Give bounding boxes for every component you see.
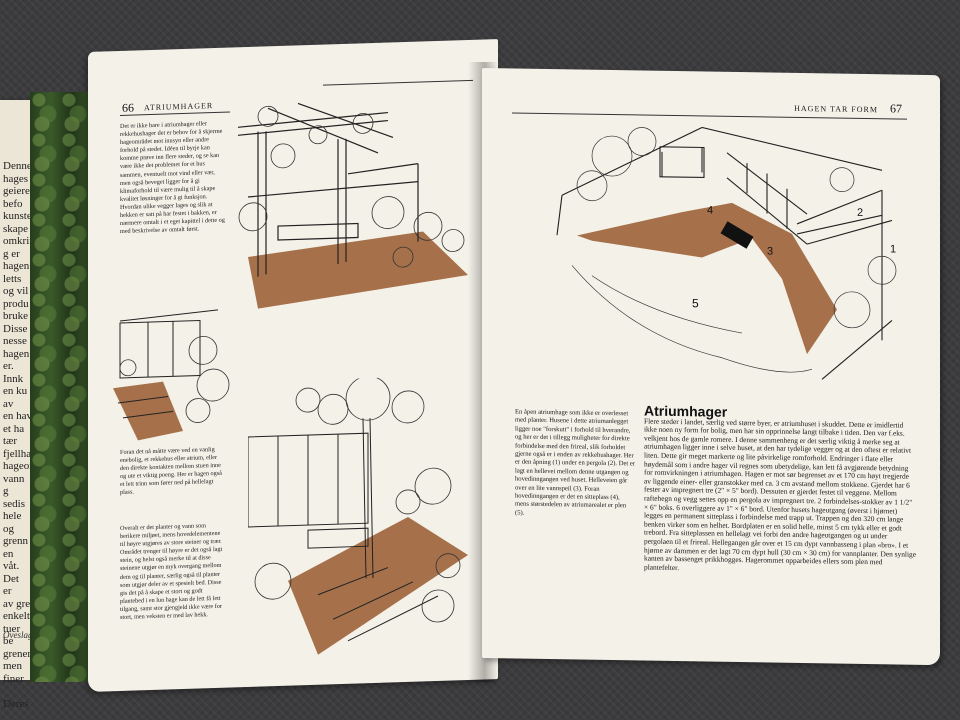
water-pool xyxy=(720,221,754,249)
left-paragraph-top: Det er ikke bare i atriumhager eller rek… xyxy=(120,120,225,236)
left-head-rule-right xyxy=(323,79,473,86)
label-5: 5 xyxy=(692,296,699,310)
right-running-head: HAGEN TAR FORM xyxy=(794,103,878,115)
label-4: 4 xyxy=(707,205,713,217)
terrace-illustration xyxy=(113,309,230,441)
label-3: 3 xyxy=(767,245,773,257)
tree-patio-illustration xyxy=(248,375,468,655)
figure-caption: En åpen atriumhage som ikke er overlesse… xyxy=(515,409,635,526)
right-page-number: 67 xyxy=(890,101,902,116)
left-text-bottom: Overalt er det planter og vann som berik… xyxy=(120,522,225,628)
section-body: Flere steder i landet, særlig ved større… xyxy=(644,416,917,572)
left-paragraph-middle: Foran det nå måtte være ved en vanlig en… xyxy=(120,446,222,497)
underlying-page-caption: Oveslag xyxy=(3,630,33,640)
figure-caption-text: En åpen atriumhage som ikke er overlesse… xyxy=(515,408,635,517)
right-page: HAGEN TAR FORM 67 1 2 3 4 5 En åpen xyxy=(482,68,940,666)
label-2: 2 xyxy=(857,207,863,219)
left-head-rule xyxy=(120,111,230,116)
left-text-middle: Foran det nå måtte være ved en vanlig en… xyxy=(120,446,225,504)
left-text-top: Det er ikke bare i atriumhager eller rek… xyxy=(120,120,225,243)
label-1: 1 xyxy=(890,243,896,255)
atrium-section: Atriumhager Flere steder i landet, særli… xyxy=(644,403,917,577)
pergola-illustration xyxy=(237,102,468,309)
underlying-page-text: Denne hages geiere befo kunste skape omk… xyxy=(3,160,38,710)
left-page: 66 ATRIUMHAGER Det er ikke bare i atrium… xyxy=(88,39,498,692)
left-paragraph-bottom: Overalt er det planter og vann som berik… xyxy=(120,522,223,622)
left-running-head: ATRIUMHAGER xyxy=(144,101,214,113)
atrium-garden-illustration: 1 2 3 4 5 xyxy=(556,126,897,380)
